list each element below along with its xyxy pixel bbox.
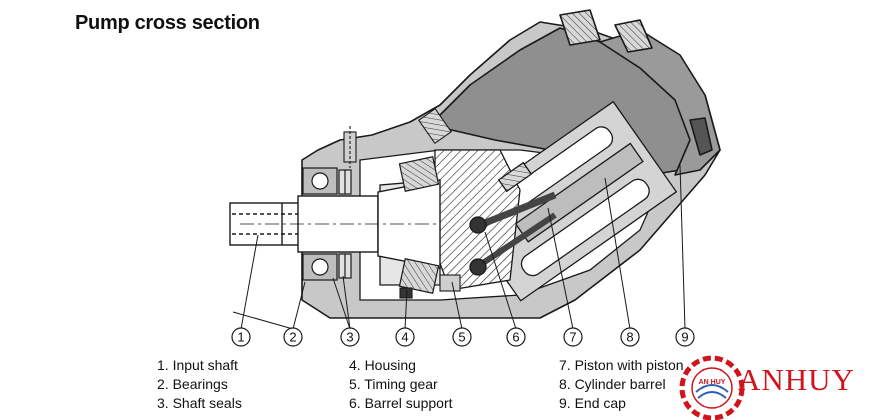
legend-item-end-cap: 9. End cap — [559, 395, 626, 411]
callout-circle-8 — [620, 327, 640, 347]
callout-number-3: 3 — [346, 330, 353, 345]
callout-number-6: 6 — [512, 330, 519, 345]
callout-circle-2 — [283, 327, 303, 347]
timing-gear-marker — [399, 274, 461, 299]
legend-column-2: 4. Housing 5. Timing gear 6. Barrel supp… — [349, 356, 453, 413]
legend-item-timing-gear: 5. Timing gear — [349, 376, 438, 392]
callout-number-1: 1 — [237, 330, 244, 345]
legend-item-shaft-seals: 3. Shaft seals — [157, 395, 242, 411]
callout-number-9: 9 — [681, 330, 688, 345]
callout-circle-6 — [506, 327, 526, 347]
bearings — [302, 156, 440, 294]
legend-item-bearings: 2. Bearings — [157, 376, 228, 392]
callouts: 1 2 3 4 5 6 7 8 9 — [231, 327, 695, 347]
callout-circle-5 — [452, 327, 472, 347]
logo-text: AN HUY — [699, 379, 726, 386]
housing-bolt — [343, 108, 452, 168]
diagram-title: Pump cross section — [75, 12, 260, 34]
legend-item-cylinder-barrel: 8. Cylinder barrel — [559, 376, 666, 392]
callout-circle-7 — [563, 327, 583, 347]
callout-circle-3 — [340, 327, 360, 347]
legend-column-1: 1. Input shaft 2. Bearings 3. Shaft seal… — [157, 356, 242, 413]
callout-number-4: 4 — [401, 330, 408, 345]
callout-number-8: 8 — [626, 330, 633, 345]
leader-lines — [232, 164, 686, 330]
input-shaft — [229, 179, 441, 269]
callout-number-7: 7 — [569, 330, 576, 345]
legend-item-input-shaft: 1. Input shaft — [157, 357, 238, 373]
legend-item-piston: 7. Piston with piston — [559, 357, 684, 373]
anhuy-logo-icon: AN HUY — [679, 355, 745, 420]
legend-item-housing: 4. Housing — [349, 357, 416, 373]
brand-name: ANHUY — [738, 362, 855, 397]
callout-number-5: 5 — [458, 330, 465, 345]
shaft-seals — [338, 169, 352, 279]
callout-circle-9 — [675, 327, 695, 347]
legend-column-3: 7. Piston with piston 8. Cylinder barrel… — [559, 356, 684, 413]
callout-circle-1 — [231, 327, 251, 347]
callout-number-2: 2 — [289, 330, 296, 345]
legend-item-barrel-support: 6. Barrel support — [349, 395, 453, 411]
callout-circle-4 — [395, 327, 415, 347]
